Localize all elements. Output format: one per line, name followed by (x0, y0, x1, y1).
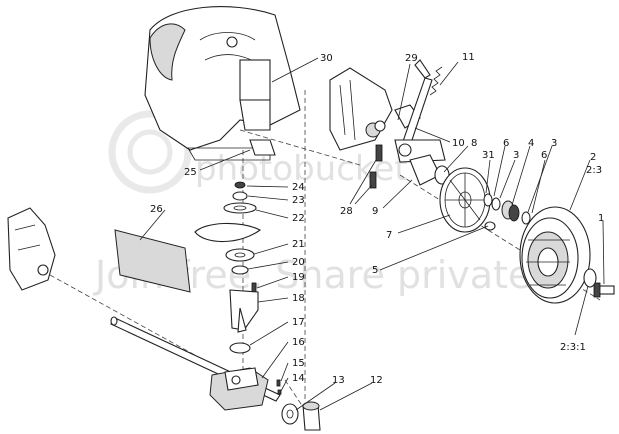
callout-19: 19 (292, 272, 305, 283)
callout-10: 10 (452, 138, 465, 149)
spring (429, 66, 443, 96)
collar-12 (302, 401, 321, 431)
engine-housing (144, 6, 301, 161)
baffle-26 (114, 229, 191, 293)
callout-8: 8 (471, 138, 477, 149)
callout-4: 4 (528, 138, 534, 149)
idler-bracket (229, 289, 259, 333)
pulley-stack (194, 181, 262, 294)
drive-gear (439, 167, 491, 233)
callout-30: 30 (320, 53, 333, 64)
callout-20: 20 (292, 257, 305, 268)
callout-18: 18 (292, 293, 305, 304)
callout-11: 11 (462, 52, 475, 63)
callout-2-3-1: 2:3:1 (560, 342, 586, 353)
callout-2: 2 (590, 152, 596, 163)
callout-28: 28 (340, 206, 353, 217)
transmission (209, 367, 269, 411)
callout-23: 23 (292, 195, 305, 206)
callout-6-lower: 6 (541, 150, 547, 161)
callout-3-lower: 3 (513, 150, 519, 161)
callout-9: 9 (372, 206, 378, 217)
callout-31: 31 (482, 150, 495, 161)
callout-25: 25 (184, 167, 197, 178)
callout-24: 24 (292, 182, 305, 193)
leader-lines (139, 57, 605, 411)
washer-17 (229, 342, 251, 354)
callout-1: 1 (598, 213, 604, 224)
callout-6: 6 (503, 138, 509, 149)
hub-cap (583, 268, 597, 288)
bolts-28 (369, 144, 383, 189)
key-15-14 (276, 379, 282, 395)
callout-16: 16 (292, 337, 305, 348)
callout-5: 5 (372, 265, 378, 276)
bearing-13 (281, 403, 299, 425)
hub-components (483, 193, 531, 231)
height-lever (394, 59, 446, 163)
callout-21: 21 (292, 239, 305, 250)
callout-13: 13 (332, 375, 345, 386)
callout-labels: 30 29 11 10 8 6 4 3 31 3 6 2 2:3 25 24 2… (150, 52, 604, 386)
callout-7: 7 (386, 230, 392, 241)
upper-bracket (329, 67, 421, 151)
callout-2-3: 2:3 (586, 165, 602, 176)
callout-14: 14 (292, 373, 305, 384)
callout-15: 15 (292, 358, 305, 369)
callout-12: 12 (370, 375, 383, 386)
callout-22: 22 (292, 213, 305, 224)
left-side-plate (7, 207, 56, 291)
callout-29: 29 (405, 53, 418, 64)
callout-3: 3 (551, 138, 557, 149)
callout-26: 26 (150, 204, 163, 215)
wheel-bolt (593, 282, 615, 298)
wheel (519, 206, 591, 304)
callout-17: 17 (292, 317, 305, 328)
